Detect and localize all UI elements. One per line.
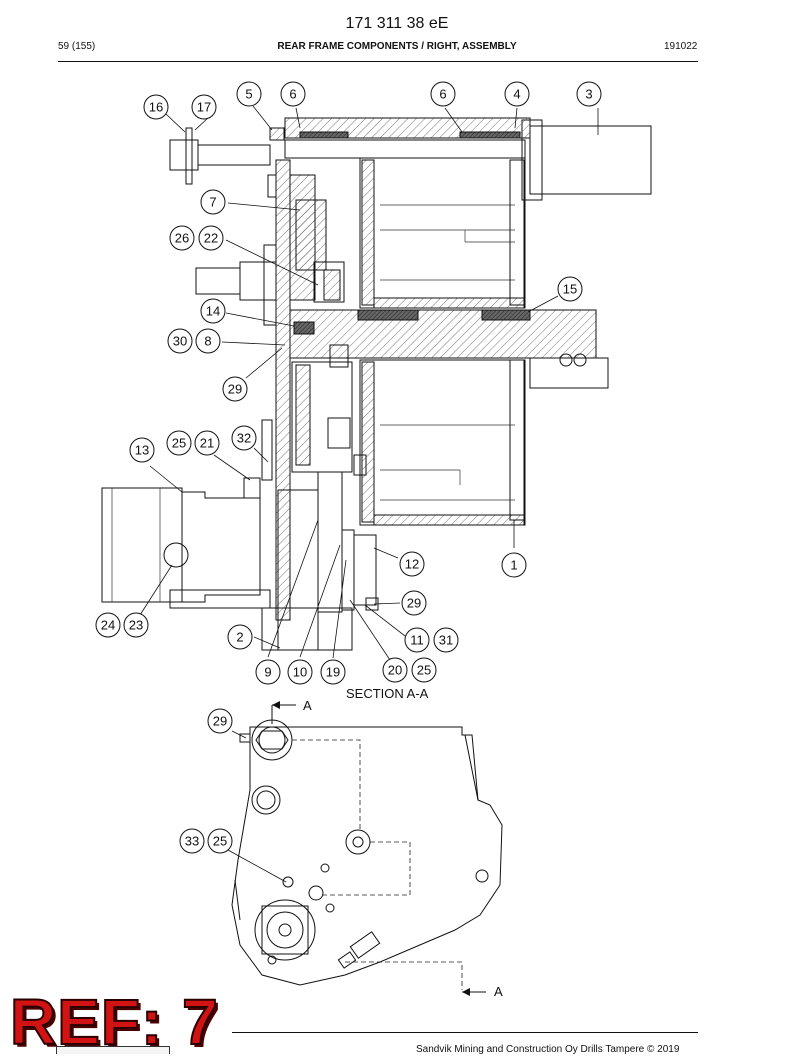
- callout-24: 24: [95, 612, 121, 638]
- section-marker-top: A: [303, 698, 312, 713]
- svg-text:12: 12: [405, 557, 419, 572]
- svg-text:22: 22: [204, 231, 218, 246]
- leader-lines: [139, 105, 599, 883]
- svg-text:6: 6: [439, 87, 446, 102]
- svg-text:25: 25: [172, 436, 186, 451]
- svg-text:6: 6: [289, 87, 296, 102]
- callout-25a: 25: [166, 430, 192, 456]
- svg-text:30: 30: [173, 334, 187, 349]
- svg-text:29: 29: [228, 382, 242, 397]
- footer-copyright: Sandvik Mining and Construction Oy Drill…: [416, 1044, 680, 1055]
- callout-16: 16: [143, 94, 169, 120]
- callout-31: 31: [433, 627, 459, 653]
- svg-text:5: 5: [245, 87, 252, 102]
- callout-19: 19: [320, 659, 346, 685]
- callout-17: 17: [191, 94, 217, 120]
- svg-text:26: 26: [175, 231, 189, 246]
- callout-20: 20: [382, 657, 408, 683]
- section-view: [101, 117, 652, 651]
- callout-14: 14: [200, 298, 226, 324]
- svg-text:33: 33: [185, 834, 199, 849]
- svg-text:3: 3: [585, 87, 592, 102]
- callout-15: 15: [557, 276, 583, 302]
- side-view: [231, 701, 503, 996]
- callout-25c: 25: [207, 828, 233, 854]
- callout-32: 32: [231, 425, 257, 451]
- svg-text:19: 19: [326, 665, 340, 680]
- svg-text:21: 21: [200, 436, 214, 451]
- svg-text:2: 2: [236, 630, 243, 645]
- svg-text:11: 11: [410, 633, 424, 648]
- callout-9: 9: [255, 659, 281, 685]
- logo-strip: [56, 1046, 170, 1054]
- date-code: 191022: [664, 41, 698, 52]
- page-number: 59 (155): [58, 41, 96, 52]
- callout-30: 30: [167, 328, 193, 354]
- section-marker-bottom: A: [494, 984, 503, 999]
- callout-23: 23: [123, 612, 149, 638]
- callout-6a: 6: [280, 81, 306, 107]
- svg-text:16: 16: [149, 100, 163, 115]
- callout-29b: 29: [401, 590, 427, 616]
- callout-10: 10: [287, 659, 313, 685]
- header-rule: [58, 61, 698, 62]
- svg-text:1: 1: [510, 558, 517, 573]
- callout-6b: 6: [430, 81, 456, 107]
- callout-29a: 29: [222, 376, 248, 402]
- document-number: 171 311 38 eE: [345, 15, 449, 32]
- svg-text:8: 8: [204, 334, 211, 349]
- svg-text:14: 14: [206, 304, 220, 319]
- svg-text:17: 17: [197, 100, 211, 115]
- callout-13: 13: [129, 437, 155, 463]
- callout-8: 8: [195, 328, 221, 354]
- svg-text:31: 31: [439, 633, 453, 648]
- callout-25b: 25: [411, 657, 437, 683]
- footer-rule: [232, 1032, 698, 1033]
- svg-text:25: 25: [213, 834, 227, 849]
- page-title: REAR FRAME COMPONENTS / RIGHT, ASSEMBLY: [277, 41, 517, 52]
- callout-11: 11: [404, 627, 430, 653]
- callout-21: 21: [194, 430, 220, 456]
- section-label: SECTION A-A: [346, 686, 429, 701]
- svg-text:9: 9: [264, 665, 271, 680]
- svg-text:32: 32: [237, 431, 251, 446]
- svg-text:29: 29: [407, 596, 421, 611]
- svg-text:24: 24: [101, 618, 115, 633]
- svg-text:23: 23: [129, 618, 143, 633]
- callout-26: 26: [169, 225, 195, 251]
- callout-4: 4: [504, 81, 530, 107]
- callout-22: 22: [198, 225, 224, 251]
- svg-text:13: 13: [135, 443, 149, 458]
- callout-29c: 29: [207, 708, 233, 734]
- svg-text:15: 15: [563, 282, 577, 297]
- callout-3: 3: [576, 81, 602, 107]
- svg-text:7: 7: [209, 195, 216, 210]
- callout-7: 7: [200, 189, 226, 215]
- callout-12: 12: [399, 551, 425, 577]
- svg-text:25: 25: [417, 663, 431, 678]
- callout-2: 2: [227, 624, 253, 650]
- callout-5: 5: [236, 81, 262, 107]
- svg-text:20: 20: [388, 663, 402, 678]
- svg-text:4: 4: [513, 87, 520, 102]
- svg-text:10: 10: [293, 665, 307, 680]
- callout-1: 1: [501, 552, 527, 578]
- callout-33: 33: [179, 828, 205, 854]
- svg-text:29: 29: [213, 714, 227, 729]
